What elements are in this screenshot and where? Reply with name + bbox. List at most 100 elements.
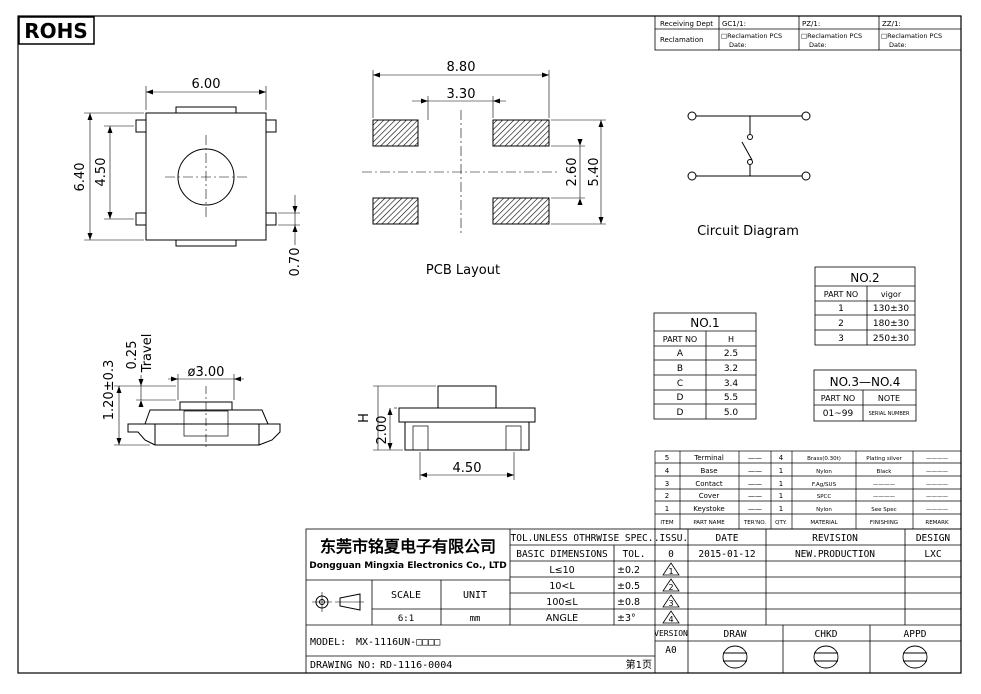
bom-header-cell: QTY. <box>775 520 787 526</box>
zz-label: ZZ/1: <box>882 20 901 28</box>
table-no1-title: NO.1 <box>690 316 719 330</box>
table-row-cell: ANGLE <box>546 613 578 624</box>
table-row-cell: 3.4 <box>724 379 739 389</box>
dim-side-travel-label: Travel <box>140 334 155 374</box>
bom-cell: F.Ag/SUS <box>812 482 837 488</box>
table-row-cell: 100≤L <box>546 597 578 608</box>
version-label: VERSION <box>654 629 688 638</box>
chkd-stamp-icon <box>813 645 839 669</box>
bom-cell: —— <box>748 505 762 513</box>
bom-cell: Base <box>700 467 717 475</box>
bom-cell: —— <box>748 454 762 462</box>
bom-cell: 4 <box>665 467 670 475</box>
version-value: A0 <box>665 645 677 656</box>
revision-triangle-icon <box>662 594 680 608</box>
appd-label: APPD <box>904 629 927 640</box>
unit-value: mm <box>470 614 481 624</box>
dim-front-h: H <box>357 413 372 423</box>
table-no3-header-part: PART NO <box>821 394 855 403</box>
bom-cell: See Spec <box>871 507 896 513</box>
bom-cell: 1 <box>779 492 783 500</box>
page-number: 第1页 <box>626 658 652 671</box>
scale-value: 6:1 <box>398 614 414 624</box>
dim-pcb-h1: 2.60 <box>565 158 580 187</box>
bom-cell: ———— <box>926 482 949 488</box>
rohs-label: ROHS <box>24 19 88 43</box>
bom-cell: ———— <box>926 494 949 500</box>
dim-side-dia: ø3.00 <box>188 365 225 380</box>
dim-front-height: 2.00 <box>375 416 390 445</box>
pz-label: PZ/1: <box>802 20 820 28</box>
table-row-cell: C <box>677 379 683 389</box>
dim-front-width: 4.50 <box>453 461 482 476</box>
table-row-cell: ±3° <box>617 613 636 624</box>
draw-label: DRAW <box>724 629 747 640</box>
bom-cell: ———— <box>926 469 949 475</box>
bom-cell: ———— <box>873 482 896 488</box>
revision-triangles <box>662 562 680 624</box>
unit-label: UNIT <box>463 590 487 601</box>
bom-cell: Black <box>877 469 893 475</box>
bom-cell: Terminal <box>693 454 724 462</box>
table-row-cell: 130±30 <box>873 304 909 314</box>
table-row-cell: A <box>677 349 684 359</box>
reclamation-label: Reclamation <box>660 36 703 44</box>
approval-stamps <box>722 645 928 669</box>
bom-cell: Contact <box>695 480 722 488</box>
dim-pcb-width: 8.80 <box>447 60 476 75</box>
tol-spec-label: TOL.UNLESS OTHRWISE SPEC. <box>511 533 654 544</box>
dim-top-inner: 4.50 <box>94 158 109 187</box>
bom-cell: 4 <box>779 454 784 462</box>
table-row-cell: SERIAL NUMBER <box>869 411 910 417</box>
table-no3-title: NO.3—NO.4 <box>830 375 901 389</box>
reclamation-cell-3: □Reclamation PCS <box>881 32 942 40</box>
bom-cell: 1 <box>779 467 783 475</box>
table-row-cell: D <box>677 393 684 403</box>
table-row-cell: 3 <box>838 334 844 344</box>
table-no3 <box>813 369 917 422</box>
table-no1 <box>653 312 757 420</box>
bom-header-cell: FINISHING <box>870 520 898 526</box>
table-row-cell: 3.2 <box>724 364 738 374</box>
revision-label: REVISION <box>812 533 858 544</box>
tol-label: TOL. <box>623 549 646 560</box>
table-row-cell: ±0.5 <box>617 581 640 592</box>
issu-value: 0 <box>668 549 674 560</box>
table-no2-title: NO.2 <box>850 271 879 285</box>
pcb-layout-label: PCB Layout <box>426 263 500 278</box>
issu-label: .ISSU. <box>654 533 688 544</box>
table-row-cell: ±0.2 <box>617 565 640 576</box>
bom-cell: Cover <box>699 492 720 500</box>
revision-triangle-icon <box>662 610 680 624</box>
triangle-number: 1 <box>668 567 673 576</box>
triangle-number: 2 <box>668 583 673 592</box>
bom-cell: Keystoke <box>693 505 724 513</box>
table-no3-header-note: NOTE <box>878 394 900 403</box>
bom-cell: Plating silver <box>866 456 902 462</box>
table-no1-rows: A 2.5 B 3.2 C 3.4 D 5.5 D 5.0 <box>677 349 739 418</box>
top-view <box>84 86 300 247</box>
drawing-no-value: RD-1116-0004 <box>380 660 452 671</box>
table-row-cell: 2.5 <box>724 349 738 359</box>
design-label: DESIGN <box>916 533 951 544</box>
date-label: DATE <box>716 533 739 544</box>
model-label: MODEL: <box>310 637 346 648</box>
table-no2 <box>814 266 916 346</box>
revision-triangle-icon <box>662 578 680 592</box>
table-row-cell: L≤10 <box>549 565 574 576</box>
bom-cell: Brass(0.30t) <box>807 456 841 462</box>
pcb-layout <box>362 70 606 235</box>
bom-header-cell: MATERIAL <box>810 520 838 526</box>
bom-cell: —— <box>748 480 762 488</box>
table-no2-header-part: PART NO <box>824 290 858 299</box>
table-row-cell: 5.0 <box>724 408 739 418</box>
model-value: MX-1116UN-□□□□ <box>356 637 440 648</box>
triangle-number: 3 <box>668 599 673 608</box>
date-value: 2015-01-12 <box>698 549 755 560</box>
drawing-no-label: DRAWING NO: <box>310 660 376 671</box>
rohs-box <box>18 16 95 45</box>
revision-value: NEW.PRODUCTION <box>795 549 875 560</box>
